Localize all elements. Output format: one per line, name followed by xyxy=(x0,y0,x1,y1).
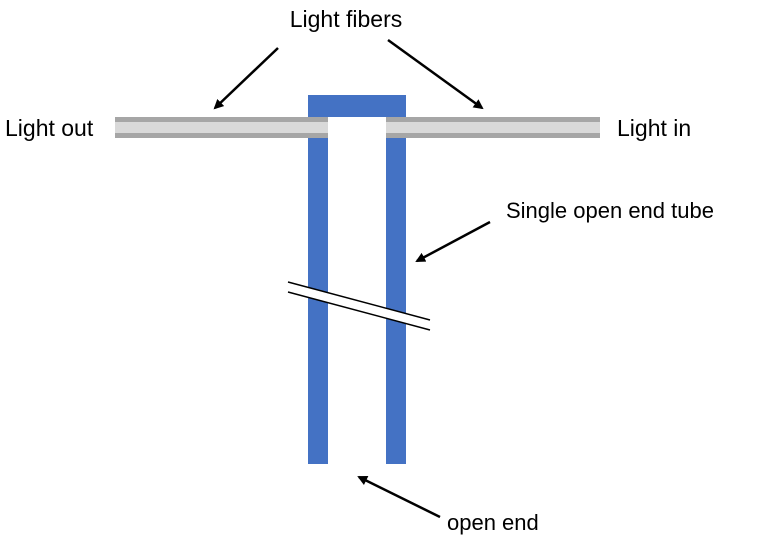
label-light-fibers: Light fibers xyxy=(290,6,403,32)
single-open-end-tube xyxy=(308,95,406,464)
fiber-right xyxy=(386,117,600,138)
label-light-out: Light out xyxy=(5,115,94,141)
label-tube: Single open end tube xyxy=(506,198,714,223)
break-symbol xyxy=(287,281,431,331)
arrow-to-left-fiber xyxy=(213,47,279,110)
tube-left-wall xyxy=(308,138,328,464)
arrow-to-right-fiber xyxy=(387,38,484,110)
break-line-bottom xyxy=(287,291,431,331)
arrow-to-open-end xyxy=(357,475,441,519)
break-line-top xyxy=(287,281,431,321)
arrow-to-tube xyxy=(415,220,491,263)
fiber-left xyxy=(115,117,328,138)
tube-cap xyxy=(308,95,406,117)
break-band xyxy=(288,282,430,330)
label-open-end: open end xyxy=(447,510,539,535)
fiber-right-core xyxy=(386,122,600,133)
fiber-left-core xyxy=(115,122,328,133)
tube-right-wall xyxy=(386,138,406,464)
label-light-in: Light in xyxy=(617,115,691,141)
